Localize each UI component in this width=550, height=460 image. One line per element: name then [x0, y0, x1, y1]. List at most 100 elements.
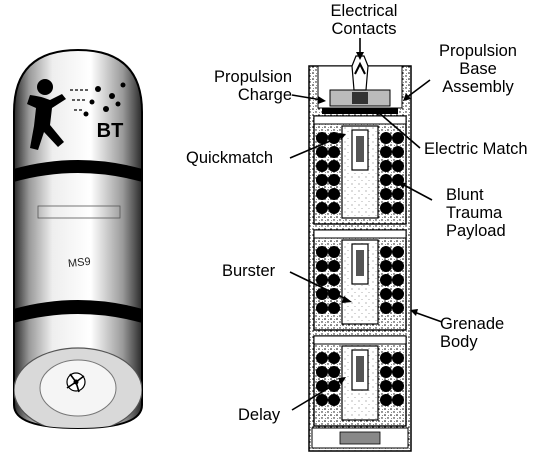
payload-ball: [316, 188, 328, 200]
payload-ball: [392, 394, 404, 406]
label-propulsion-charge-line-2: Charge: [237, 86, 292, 104]
payload-ball: [328, 188, 340, 200]
leader-quickmatch: [289, 135, 343, 159]
payload-ball: [316, 174, 328, 186]
label-electrical-contacts-line-2: Contacts: [331, 20, 397, 38]
label-blunt-trauma-payload-line-3: Payload: [446, 222, 506, 240]
electrical-contact-pin: [354, 61, 366, 75]
label-propulsion-base-assembly: Propulsion Base Assembly: [426, 42, 530, 96]
payload-ball: [380, 260, 392, 272]
leader-burster: [289, 271, 349, 301]
primer-icon: [66, 372, 86, 393]
bottom-plug: [339, 431, 381, 445]
label-electrical-contacts: Electrical Contacts: [316, 2, 412, 38]
payload-ball: [316, 352, 328, 364]
payload-ball: [316, 160, 328, 172]
leader-lines: [289, 38, 443, 411]
label-grenade-body: Grenade Body: [440, 315, 504, 351]
label-propulsion-base-assembly-line-1: Propulsion: [439, 42, 517, 60]
payload-ball: [380, 174, 392, 186]
cartridge-logo-text: BT: [97, 120, 124, 142]
label-propulsion-base-assembly-line-2: Base: [459, 60, 497, 78]
payload-ball: [380, 246, 392, 258]
payload-ball: [328, 246, 340, 258]
label-propulsion-charge-line-1: Propulsion: [214, 68, 292, 86]
payload-ball: [328, 260, 340, 272]
label-blunt-trauma-payload: Blunt Trauma Payload: [446, 186, 506, 240]
contact-plug: [351, 55, 369, 91]
cartridge-print-box: [37, 205, 121, 219]
quickmatch-fuse: [356, 250, 364, 276]
label-delay: Delay: [238, 406, 281, 424]
payload-ball: [392, 202, 404, 214]
payload-ball: [316, 288, 328, 300]
payload-ball: [380, 160, 392, 172]
payload-ball: [328, 274, 340, 286]
cartridge-illustration: BT MS9: [13, 48, 143, 430]
cartridge-band-upper: [14, 160, 142, 183]
leader-propulsion-charge: [291, 94, 323, 101]
section-cap: [313, 229, 407, 239]
payload-ball: [392, 132, 404, 144]
leader-propulsion-base: [405, 79, 431, 99]
payload-ball: [316, 202, 328, 214]
payload-ball: [380, 188, 392, 200]
payload-ball: [328, 302, 340, 314]
payload-ball: [380, 132, 392, 144]
payload-ball: [328, 352, 340, 364]
payload-ball: [392, 288, 404, 300]
payload-ball: [392, 246, 404, 258]
payload-ball: [380, 394, 392, 406]
payload-ball: [328, 174, 340, 186]
payload-ball: [392, 146, 404, 158]
payload-ball: [392, 188, 404, 200]
section-cap: [313, 115, 407, 125]
payload-ball: [380, 366, 392, 378]
label-blunt-trauma-payload-line-1: Blunt: [446, 186, 484, 204]
label-propulsion-charge: Propulsion Charge: [196, 68, 292, 104]
section-cap: [313, 335, 407, 345]
payload-ball: [380, 274, 392, 286]
quickmatch-fuse: [356, 356, 364, 382]
label-propulsion-base-assembly-line-3: Assembly: [442, 78, 514, 96]
payload-ball: [316, 366, 328, 378]
payload-ball: [316, 146, 328, 158]
payload-ball: [328, 202, 340, 214]
payload-ball: [380, 352, 392, 364]
label-burster: Burster: [222, 262, 276, 280]
payload-ball: [328, 394, 340, 406]
label-grenade-body-line-2: Body: [440, 333, 478, 351]
payload-ball: [392, 302, 404, 314]
payload-ball: [316, 380, 328, 392]
payload-ball: [316, 394, 328, 406]
label-electrical-contacts-line-1: Electrical: [330, 2, 398, 20]
projectile-dots-icon: [70, 82, 126, 117]
base-divider: [322, 108, 398, 114]
quickmatch-fuse: [356, 136, 364, 162]
electric-match-element: [352, 92, 368, 104]
payload-ball: [392, 380, 404, 392]
payload-ball: [392, 274, 404, 286]
leader-grenade-body: [413, 311, 443, 323]
leader-delay: [291, 379, 343, 411]
payload-ball: [328, 366, 340, 378]
payload-ball: [380, 380, 392, 392]
label-grenade-body-line-1: Grenade: [440, 315, 505, 333]
payload-ball: [392, 260, 404, 272]
label-blunt-trauma-payload-line-2: Trauma: [446, 204, 503, 222]
leader-payload: [401, 183, 433, 201]
payload-ball: [328, 160, 340, 172]
payload-ball: [328, 146, 340, 158]
payload-ball: [380, 288, 392, 300]
payload-ball: [392, 352, 404, 364]
payload-ball: [380, 202, 392, 214]
cartridge-band-lower: [14, 300, 142, 324]
payload-ball: [316, 132, 328, 144]
payload-ball: [380, 146, 392, 158]
label-quickmatch: Quickmatch: [186, 149, 274, 167]
payload-ball: [380, 302, 392, 314]
payload-ball: [316, 260, 328, 272]
cartridge-print-line-4: MS9: [67, 256, 91, 270]
payload-ball: [316, 274, 328, 286]
